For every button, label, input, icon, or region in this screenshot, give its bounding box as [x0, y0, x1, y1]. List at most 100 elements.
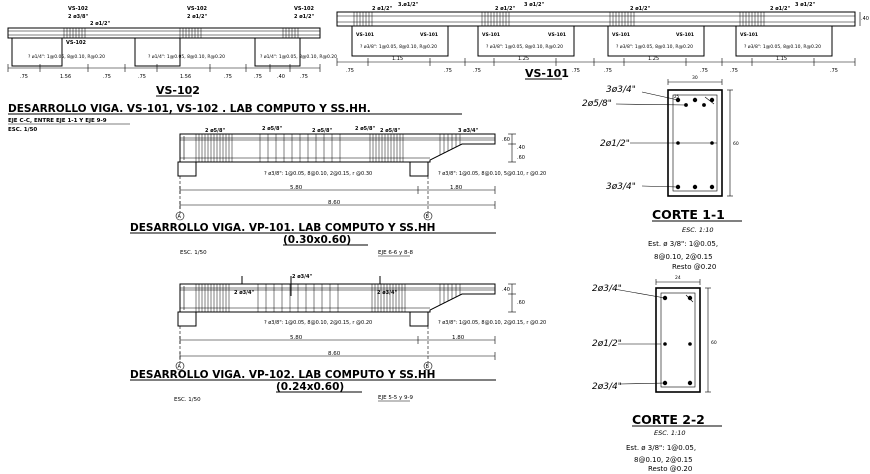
corte1-mid-bars: 2ø1/2" — [600, 139, 630, 149]
vs101-title: VS-101 — [525, 67, 569, 80]
vp101-stirrups-cant: ? ø3/8": 1@0.05, 8@0.10, 5@0.10, r @0.20 — [438, 171, 546, 177]
vp102-axis-b: B — [426, 364, 430, 370]
vs101-dim-10: .75 — [730, 68, 738, 74]
stirrup-hatch — [195, 284, 461, 312]
vs102-dim-4: .75 — [138, 74, 146, 80]
vs101-dim-2: 1.15 — [392, 56, 403, 62]
vs102-tag-4: VS-102 — [66, 40, 87, 46]
vp101-dim-h2: .40 — [517, 145, 525, 151]
vs101-bar-label-7: 3 ø1/2" — [795, 2, 815, 8]
vp102-bar-label-2: 2 ø3/4" — [234, 290, 254, 296]
vs101-dim-6: .75 — [572, 68, 580, 74]
axis-marker-a — [175, 361, 185, 371]
corte2-width: 24 — [675, 275, 681, 281]
vs102-dim-2: 1.56 — [60, 74, 71, 80]
vp102-axis-a: A — [178, 364, 182, 370]
vp101-bar-label-3: 2 ø5/8" — [312, 128, 332, 134]
vp102-dim-cant: 1.80 — [452, 335, 465, 341]
vs101-tag-2: VS-101 — [420, 32, 438, 38]
rebar-dot — [710, 141, 714, 145]
corte2-section — [613, 279, 711, 393]
corte2-bottom-bars: 2ø3/4" — [592, 382, 622, 392]
vs102-elevation — [7, 27, 321, 72]
vs101-bar-label-6: 2 ø1/2" — [770, 6, 790, 12]
vs102-dim-1: .75 — [20, 74, 28, 80]
corte1-note3: Resto @0.20 — [672, 263, 716, 271]
vs102-stirrups-3: ? ø1/4": 1@0.05, 8@0.10, R@0.20 — [260, 54, 337, 60]
vs101-dim-9: .75 — [700, 68, 708, 74]
vp102-dim-h2: .60 — [517, 300, 525, 306]
rebar-dot — [709, 97, 715, 103]
axis-marker-a — [175, 211, 185, 221]
vp102-scale: ESC. 1/50 — [174, 397, 201, 403]
vs102-dim-8: .40 — [277, 74, 285, 80]
main-heading: DESARROLLO VIGA. VS-101, VS-102 . LAB CO… — [8, 103, 371, 115]
vs101-tag-5: VS-101 — [612, 32, 630, 38]
corte2-mid-bars: 2ø1/2" — [592, 339, 622, 349]
rebar-dot — [687, 380, 693, 386]
vs101-bar-label-3: 2 ø1/2" — [495, 6, 515, 12]
vp101-size: (0.30x0.60) — [283, 234, 351, 246]
vs101-bar-label-4: 3 ø1/2" — [524, 2, 544, 8]
vs101-stirrups-4: ? ø3/8": 1@0.05, 8@0.10, R@0.20 — [744, 44, 821, 50]
vp102-dim-total: 8.60 — [328, 351, 341, 357]
vs101-stirrups-3: ? ø3/8": 1@0.05, 8@0.10, R@0.20 — [616, 44, 693, 50]
vs101-stirrups-2: ? ø3/8": 1@0.05, 8@0.10, R@0.20 — [486, 44, 563, 50]
rebar-dot — [663, 342, 667, 346]
corte1-width: 30 — [692, 75, 698, 81]
vs101-dim-1: .75 — [346, 68, 354, 74]
rebar-dot — [688, 342, 692, 346]
vp101-axis-a: A — [178, 214, 182, 220]
vp101-bar-label-2: 2 ø5/8" — [262, 126, 282, 132]
corte1-bottom-bars: 3ø3/4" — [606, 182, 636, 192]
vs101-dim-11: 1.15 — [776, 56, 787, 62]
rebar-dot — [702, 103, 706, 107]
axis-marker-b — [423, 361, 433, 371]
vs102-stirrups-2: ? ø1/4": 1@0.05, 8@0.10, R@0.20 — [148, 54, 225, 60]
vs102-dim-6: .75 — [224, 74, 232, 80]
vp101-stirrups-main: ? ø3/8": 1@0.05, 8@0.10, 2@0.15, r @0.30 — [264, 171, 372, 177]
rebar-dot — [709, 184, 715, 190]
corte1-scale: ESC. 1:10 — [682, 226, 714, 234]
vs101-tag-6: VS-101 — [676, 32, 694, 38]
vp101-axis-b: B — [426, 214, 430, 220]
vp101-dim-span: 5.80 — [290, 185, 303, 191]
corte2-scale: ESC. 1:10 — [654, 429, 686, 437]
heading-scale: ESC. 1/50 — [8, 127, 37, 133]
vs102-bar-label-3: 2 ø1/2" — [187, 14, 207, 20]
vs101-bar-label-5: 2 ø1/2" — [630, 6, 650, 12]
rebar-dot — [692, 184, 698, 190]
vs101-dim-5: 1.25 — [518, 56, 529, 62]
vp101-title: DESARROLLO VIGA. VP-101. LAB COMPUTO Y S… — [130, 222, 435, 234]
vp102-bar-label-3: 2 ø3/4" — [377, 290, 397, 296]
vs102-tag-2: VS-102 — [187, 6, 208, 12]
vs101-elevation — [336, 11, 861, 66]
heading-axes: EJE C-C, ENTRE EJE 1-1 Y EJE 9-9 — [8, 118, 107, 124]
vs102-bar-label-4: 2 ø1/2" — [294, 14, 314, 20]
corte1-note1: Est. ø 3/8": 1@0.05, — [648, 240, 718, 248]
vs101-dim-7: .75 — [604, 68, 612, 74]
vs102-title: VS-102 — [156, 84, 200, 97]
vp102-title: DESARROLLO VIGA. VP-102. LAB COMPUTO Y S… — [130, 369, 435, 381]
vs101-height-dim: .40 — [861, 16, 869, 22]
vp102-axes: EJE 5-5 y 9-9 — [378, 395, 414, 401]
vs102-tag-3: VS-102 — [294, 6, 315, 12]
vp101-elevation — [175, 133, 516, 221]
vp102-size: (0.24x0.60) — [276, 381, 344, 393]
vs101-dim-3: .75 — [444, 68, 452, 74]
vs101-stirrups-1: ? ø3/8": 1@0.05, 8@0.10, R@0.20 — [360, 44, 437, 50]
corte1-height: 60 — [733, 141, 739, 147]
rebar-dot — [692, 97, 698, 103]
vp102-stirrups-main: ? ø3/8": 1@0.05, 8@0.10, 2@0.15, r @0.20 — [264, 320, 372, 326]
vs102-bar-label-2: 2 ø1/2" — [90, 21, 110, 27]
corte2-height: 60 — [711, 340, 717, 346]
vs102-tag-1: VS-102 — [68, 6, 89, 12]
vp101-bar-label-1: 2 ø5/8" — [205, 128, 225, 134]
vp101-dim-h1: .60 — [502, 137, 510, 143]
corte2-note3: Resto @0.20 — [648, 465, 692, 473]
stirrup-hatch — [195, 134, 461, 162]
vp101-dim-h3: .60 — [517, 155, 525, 161]
stirrup-hatch — [353, 12, 765, 26]
vs101-tag-3: VS-101 — [482, 32, 500, 38]
